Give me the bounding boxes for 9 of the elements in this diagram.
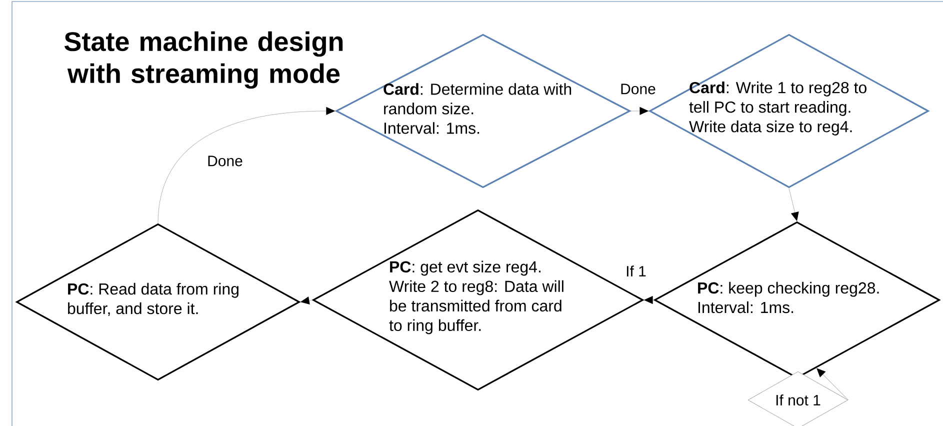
arrow <box>158 107 335 224</box>
arrow <box>630 107 648 115</box>
arrow <box>300 296 312 304</box>
node-label: If not 1 <box>776 394 820 406</box>
edge-label: If 1 <box>624 264 648 278</box>
arrow <box>816 368 848 400</box>
arrow <box>644 296 654 304</box>
arrow <box>788 188 799 221</box>
edge-label: Done <box>206 154 244 168</box>
